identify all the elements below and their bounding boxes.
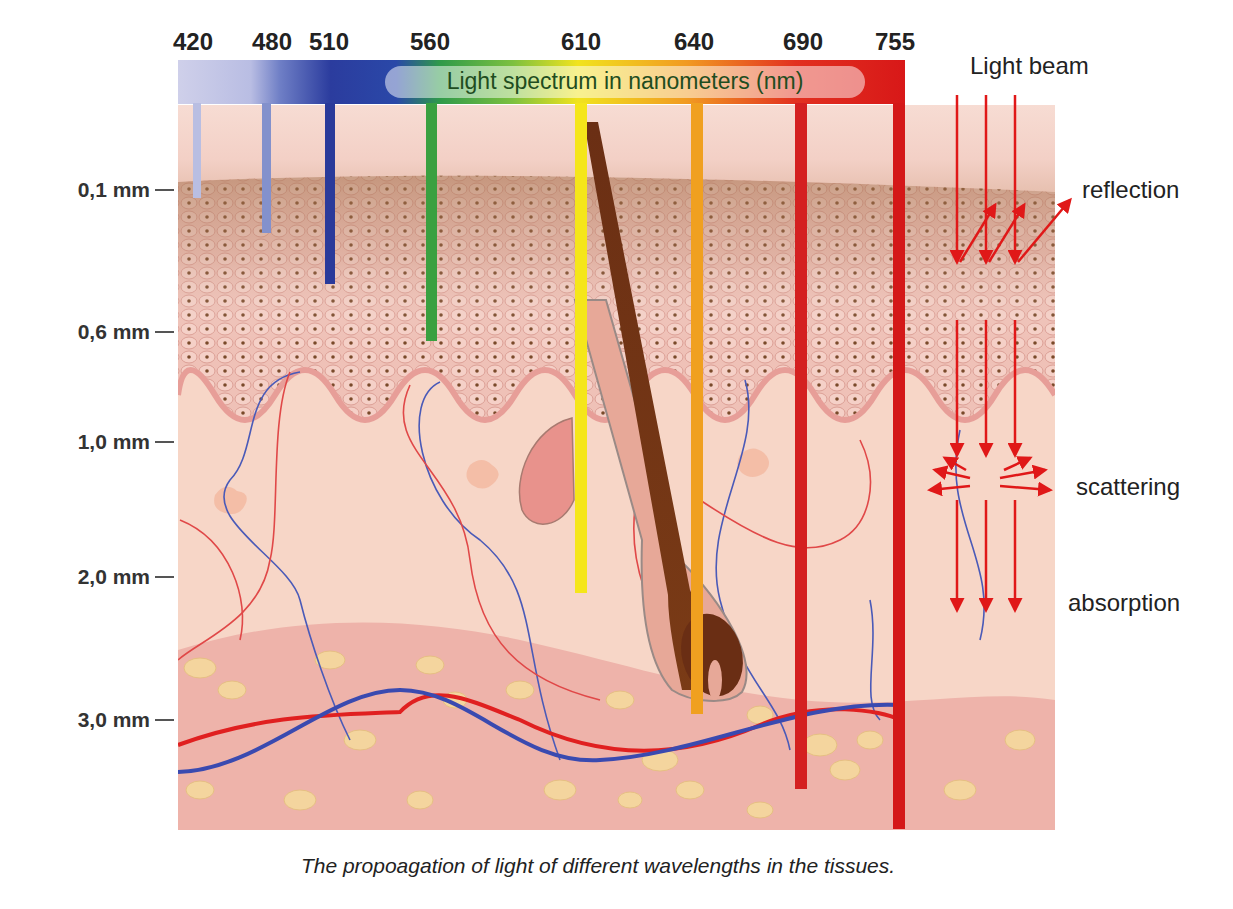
penetration-bar <box>893 103 905 829</box>
hair-follicle <box>672 607 752 704</box>
process-label: absorption <box>1068 590 1180 616</box>
dermal-cell <box>214 448 769 514</box>
penetration-bar <box>795 103 807 789</box>
depth-tick <box>155 441 174 443</box>
depth-tick <box>155 189 174 191</box>
depth-label: 0,6 mm <box>78 320 150 343</box>
fat-cell <box>186 781 214 799</box>
light-beam-arrow <box>960 205 995 262</box>
fat-cell <box>218 681 246 699</box>
light-beam-arrow <box>956 500 959 610</box>
wavelength-label: 610 <box>561 29 601 55</box>
penetration-bar <box>193 103 201 198</box>
light-beam-arrow <box>989 205 1024 262</box>
fat-cell <box>944 780 976 800</box>
light-beam-arrow <box>1018 200 1070 262</box>
fat-cell <box>618 792 642 808</box>
blood-vessel <box>180 520 243 640</box>
penetration-bar <box>193 103 905 829</box>
fat-cell <box>284 790 316 810</box>
fat-cell <box>184 658 216 678</box>
artery <box>178 695 900 750</box>
skin-tissue <box>178 105 1055 830</box>
skin-tissue <box>178 105 1055 830</box>
penetration-bar <box>426 103 437 341</box>
wavelength-label: 510 <box>309 29 349 55</box>
fat-cell <box>506 681 534 699</box>
fat-cell <box>803 734 837 756</box>
process-label: scattering <box>1076 474 1180 500</box>
spectrum-bar <box>178 60 905 104</box>
light-beam-arrow <box>1014 320 1017 455</box>
light-beam-arrow <box>935 470 970 478</box>
fat-cell <box>606 691 634 709</box>
penetration-bar <box>691 103 703 714</box>
wavelength-label: 560 <box>410 29 450 55</box>
fat-cell <box>747 802 773 818</box>
fat-cell <box>857 731 883 749</box>
fat-cell <box>416 656 444 674</box>
blood-vessel <box>700 440 870 548</box>
light-beam-arrow <box>930 95 1070 610</box>
vein <box>178 690 900 772</box>
wavelength-label: 690 <box>783 29 823 55</box>
light-beam-arrow <box>956 95 959 262</box>
wavelength-label: 420 <box>173 29 213 55</box>
depth-label: 1,0 mm <box>78 430 150 453</box>
wavelength-label: 755 <box>875 29 915 55</box>
light-beam-arrow <box>1000 470 1045 478</box>
spectrum-bar <box>385 66 865 98</box>
process-label: Light beam <box>970 53 1089 79</box>
depth-tick <box>155 190 174 720</box>
fat-cell <box>676 781 704 799</box>
spectrum-title: Light spectrum in nanometers (nm) <box>447 69 804 94</box>
figure-caption: The propoagation of light of different w… <box>301 854 895 877</box>
fat-cell <box>407 791 433 809</box>
wavelength-label: 480 <box>252 29 292 55</box>
penetration-bar <box>325 103 335 284</box>
light-beam-arrow <box>985 500 988 610</box>
fat-cell <box>344 730 376 750</box>
wavelength-label: 640 <box>674 29 714 55</box>
light-beam-arrow <box>945 458 966 470</box>
light-beam-arrow <box>985 95 988 262</box>
penetration-bar <box>262 103 271 233</box>
skin-tissue <box>178 622 1055 830</box>
hair-follicle <box>584 122 702 690</box>
dermal-cell <box>466 460 498 489</box>
process-label: reflection <box>1082 177 1179 203</box>
hair-follicle <box>708 660 722 700</box>
blood-vessel <box>224 372 350 740</box>
fat-cell <box>184 651 1035 818</box>
depth-label: 2,0 mm <box>78 565 150 588</box>
fat-cell <box>544 780 576 800</box>
spectrum-bar <box>178 60 905 104</box>
fat-cell <box>1005 730 1035 750</box>
depth-tick <box>155 576 174 578</box>
penetration-bar <box>575 103 587 593</box>
depth-tick <box>155 719 174 721</box>
blood-vessel <box>403 385 600 700</box>
depth-label: 3,0 mm <box>78 708 150 731</box>
light-beam-arrow <box>1014 500 1017 610</box>
light-beam-arrow <box>985 320 988 455</box>
sebaceous-gland <box>519 418 574 524</box>
blood-vessel <box>956 430 984 640</box>
light-beam-arrow <box>1014 95 1017 262</box>
light-beam-arrow <box>930 486 970 490</box>
blood-vessel <box>870 600 880 720</box>
light-beam-arrow <box>1000 486 1050 490</box>
blood-vessel <box>178 372 290 660</box>
dermal-cell <box>214 487 247 514</box>
light-beam-arrow <box>1004 458 1030 470</box>
depth-tick <box>155 331 174 333</box>
light-beam-arrow <box>956 320 959 455</box>
hair-follicle <box>575 122 752 703</box>
fat-cell <box>830 760 860 780</box>
depth-label: 0,1 mm <box>78 178 150 201</box>
